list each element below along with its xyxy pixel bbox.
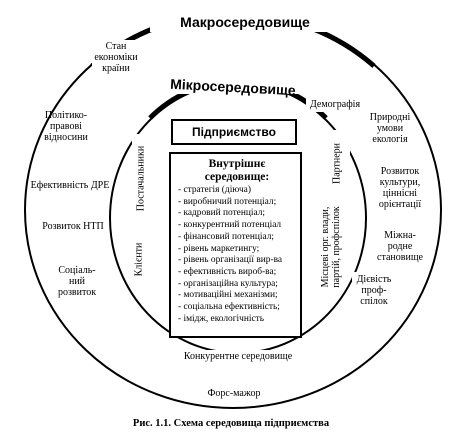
- enterprise-title: Підприємство: [192, 125, 276, 139]
- internal-factors-list: - стратегія (діюча) - виробничий потенці…: [178, 185, 296, 325]
- internal-factor: - ефективність вироб-ва;: [178, 266, 277, 277]
- internal-factor: - імідж, екологічність: [178, 313, 265, 324]
- micro-competition: Конкурентне середовище: [183, 351, 293, 362]
- micro-clients: Клієнти: [133, 242, 145, 277]
- micro-suppliers: Постачальники: [135, 145, 147, 212]
- factor-social: Соціаль- ний розвиток: [57, 265, 97, 298]
- internal-factor: - кадровий потенціал;: [178, 208, 265, 219]
- enterprise-box: Підприємство: [171, 119, 297, 145]
- factor-fea: Ефективність ДРЕ: [30, 180, 110, 191]
- factor-politics: Політико- правові відносини: [44, 110, 88, 143]
- factor-international: Міжна- родне становище: [377, 230, 423, 263]
- internal-factor: - організаційна культура;: [178, 278, 278, 289]
- macro-environment-title: Макросередовище: [180, 14, 310, 30]
- factor-demography: Демографія: [309, 99, 361, 110]
- internal-factor: - рівень організації вир-ва: [178, 255, 283, 266]
- internal-factor: - соціальна ефективність;: [178, 302, 280, 313]
- factor-stp: Розвиток НТП: [42, 221, 104, 232]
- micro-partners: Партнери: [331, 142, 343, 185]
- factor-nature: Природні умови екологія: [369, 112, 411, 145]
- internal-environment-box: Внутрішнє середовище: - стратегія (діюча…: [169, 152, 302, 338]
- internal-factor: - стратегія (діюча): [178, 185, 251, 195]
- factor-culture: Розвиток культури, ціннісні орієнтації: [378, 166, 422, 210]
- figure-caption: Рис. 1.1. Схема середовища підприємства: [132, 418, 330, 429]
- factor-unions: Дієвість проф- спілок: [356, 274, 392, 307]
- internal-environment-title: Внутрішнє середовище:: [204, 158, 270, 183]
- factor-force-majeure: Форс-мажор: [207, 388, 261, 399]
- micro-local-authorities: Місцеві орг. влади, партій, профспілок: [320, 206, 342, 288]
- internal-factor: - конкурентний потенціал: [178, 220, 282, 231]
- internal-factor: - мотиваційні механізми;: [178, 290, 278, 301]
- factor-economy: Стан економіки країни: [94, 41, 138, 74]
- internal-factor: - фінансовий потенціал;: [178, 231, 274, 242]
- internal-factor: - рівень маркетингу;: [178, 243, 260, 254]
- internal-factor: - виробничий потенціал;: [178, 196, 277, 207]
